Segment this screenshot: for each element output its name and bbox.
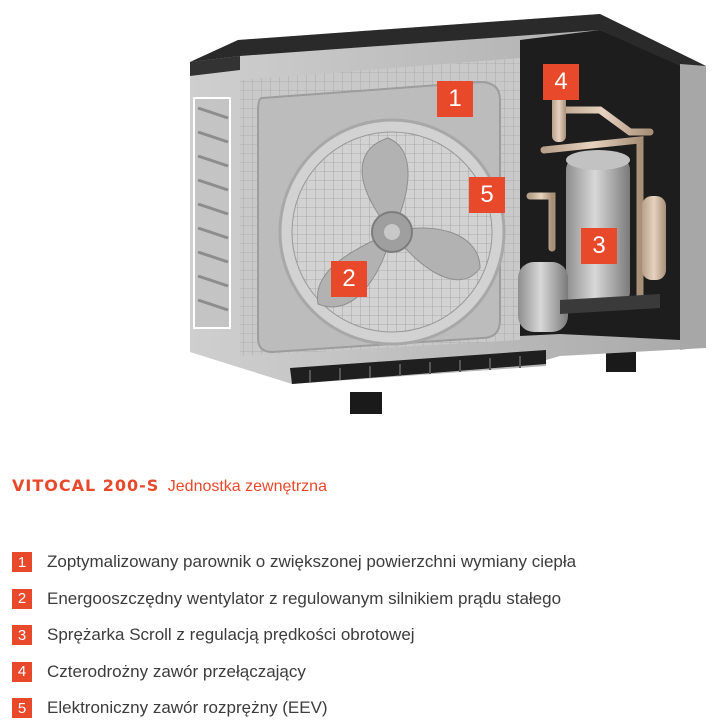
heat-pump-outdoor-unit-icon: [190, 14, 706, 414]
legend-number-badge: 1: [12, 552, 32, 573]
legend-text: Czterodrożny zawór przełączający: [47, 661, 306, 681]
legend-text: Sprężarka Scroll z regulacją prędkości o…: [47, 625, 415, 645]
legend-item: 1 Zoptymalizowany parownik o zwiększonej…: [12, 544, 712, 581]
legend-number-badge: 5: [12, 698, 32, 719]
product-brand: VITOCAL 200-S: [12, 476, 160, 495]
legend-item: 2 Energooszczędny wentylator z regulowan…: [12, 581, 712, 618]
legend-number-badge: 2: [12, 588, 32, 609]
callout-3: 3: [581, 228, 617, 264]
legend-list: 1 Zoptymalizowany parownik o zwiększonej…: [12, 544, 712, 727]
legend-item: 4 Czterodrożny zawór przełączający: [12, 654, 712, 691]
legend-text: Zoptymalizowany parownik o zwiększonej p…: [47, 552, 577, 572]
legend-text: Elektroniczny zawór rozprężny (EEV): [47, 698, 328, 718]
heat-pump-illustration: 1 2 3 4 5: [190, 14, 706, 414]
product-subtitle: Jednostka zewnętrzna: [167, 478, 327, 495]
callout-4: 4: [543, 64, 579, 100]
legend-item: 3 Sprężarka Scroll z regulacją prędkości…: [12, 617, 712, 654]
legend-item: 5 Elektroniczny zawór rozprężny (EEV): [12, 690, 712, 727]
legend-number-badge: 3: [12, 625, 32, 646]
legend-text: Energooszczędny wentylator z regulowanym…: [47, 588, 562, 608]
callout-1: 1: [437, 81, 473, 117]
callout-5: 5: [469, 177, 505, 213]
callout-2: 2: [331, 261, 367, 297]
product-heading: VITOCAL 200-S Jednostka zewnętrzna: [12, 476, 327, 496]
legend-number-badge: 4: [12, 661, 32, 682]
